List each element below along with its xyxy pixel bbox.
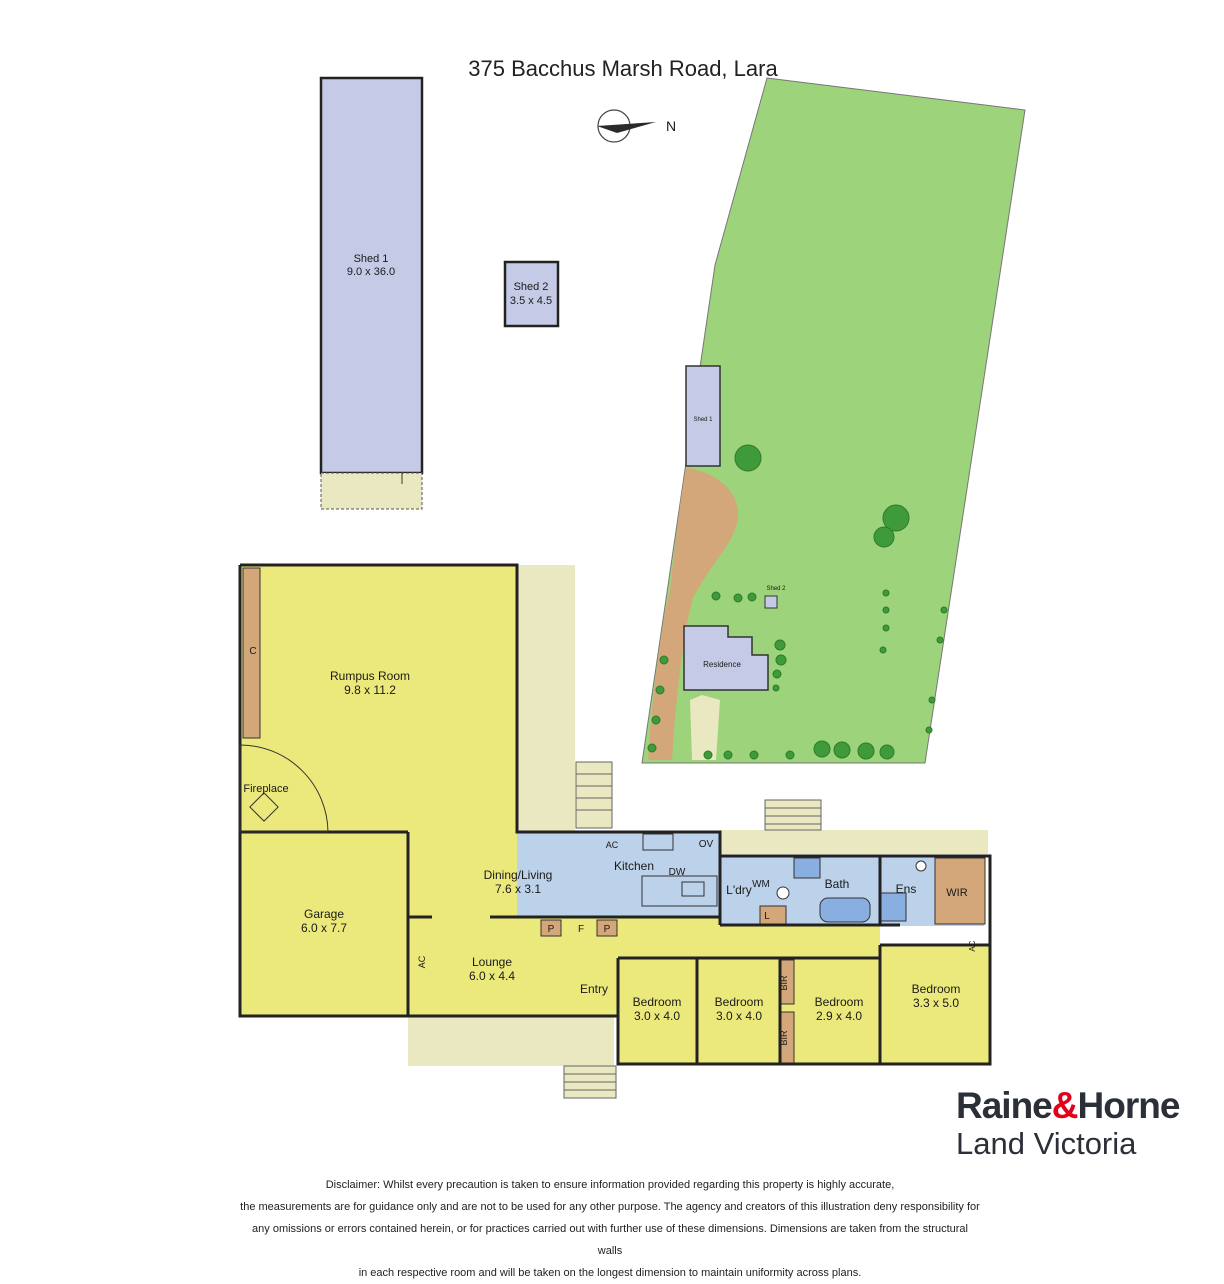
shed-1-name: Shed 1 xyxy=(354,253,389,265)
disclaimer-line: the measurements are for guidance only a… xyxy=(240,1201,980,1213)
bir-1-label: BIR xyxy=(779,975,789,991)
living-areas xyxy=(240,565,990,1065)
oven-label: OV xyxy=(699,839,714,850)
kitchen-ac-label: AC xyxy=(606,840,619,850)
lounge-name: Lounge xyxy=(472,955,512,969)
bedroom-2-name: Bedroom xyxy=(715,995,764,1009)
disclaimer-line: any omissions or errors contained herein… xyxy=(252,1223,968,1257)
disclaimer: Disclaimer: Whilst every precaution is t… xyxy=(240,1174,980,1284)
dining-size: 7.6 x 3.1 xyxy=(495,882,541,896)
kitchen-label: Kitchen xyxy=(614,859,654,873)
floor-plan: N Shed 1 9.0 x 36.0 Shed 2 3.5 x 4.5 S xyxy=(238,76,1026,1099)
shed-1 xyxy=(319,76,424,510)
garage-name: Garage xyxy=(304,907,344,921)
site-shed-1-label: Shed 1 xyxy=(693,417,713,423)
pantry-1-label: P xyxy=(548,924,555,935)
washing-machine-label: WM xyxy=(752,879,770,890)
disclaimer-line: Disclaimer: Whilst every precaution is t… xyxy=(325,1179,895,1191)
pantry-2-label: P xyxy=(604,924,611,935)
bedroom-4-name: Bedroom xyxy=(912,982,961,996)
bedroom-2-size: 3.0 x 4.0 xyxy=(716,1009,762,1023)
rumpus-room-size: 9.8 x 11.2 xyxy=(344,683,396,697)
agency-logo: Raine&Horne Land Victoria xyxy=(956,1085,1216,1161)
decks xyxy=(408,565,988,1099)
bedroom-3-size: 2.9 x 4.0 xyxy=(816,1009,862,1023)
cupboard-label: C xyxy=(249,646,256,657)
shed-2 xyxy=(503,260,560,328)
ensuite-label: Ens xyxy=(896,882,917,896)
entry-label: Entry xyxy=(580,982,608,996)
lounge-size: 6.0 x 4.4 xyxy=(469,969,515,983)
fireplace-label: Fireplace xyxy=(243,783,288,795)
site-shed-2-label: Shed 2 xyxy=(766,586,786,592)
compass-label: N xyxy=(666,118,676,134)
brand-line-2: Land Victoria xyxy=(956,1126,1137,1161)
dishwasher-label: DW xyxy=(669,867,686,878)
bedroom-ac-label: AC xyxy=(968,940,977,951)
bedroom-3-name: Bedroom xyxy=(815,995,864,1009)
laundry-label: L'dry xyxy=(726,883,752,897)
shed-1-size: 9.0 x 36.0 xyxy=(347,266,395,278)
bedroom-1-name: Bedroom xyxy=(633,995,682,1009)
linen-label: L xyxy=(764,911,770,922)
garage-size: 6.0 x 7.7 xyxy=(301,921,347,935)
dining-name: Dining/Living xyxy=(484,868,553,882)
bath-label: Bath xyxy=(825,877,850,891)
brand-part-2: Horne xyxy=(1077,1085,1181,1126)
north-compass-icon xyxy=(597,109,656,143)
lounge-ac-label: AC xyxy=(417,955,427,968)
page-title: 375 Bacchus Marsh Road, Lara xyxy=(468,56,778,81)
bedroom-1-size: 3.0 x 4.0 xyxy=(634,1009,680,1023)
rumpus-room-name: Rumpus Room xyxy=(330,669,410,683)
bedroom-4-size: 3.3 x 5.0 xyxy=(913,996,959,1010)
wir-label: WIR xyxy=(946,887,967,899)
shed-2-name: Shed 2 xyxy=(514,281,549,293)
fridge-label: F xyxy=(578,924,584,935)
disclaimer-line: in each respective room and will be take… xyxy=(358,1267,862,1279)
bir-2-label: BIR xyxy=(779,1030,789,1046)
shed-2-size: 3.5 x 4.5 xyxy=(510,295,552,307)
site-plan xyxy=(641,77,1026,764)
site-residence-label: Residence xyxy=(703,660,741,669)
brand-part-1: Raine xyxy=(956,1085,1053,1126)
brand-ampersand: & xyxy=(1051,1085,1079,1126)
